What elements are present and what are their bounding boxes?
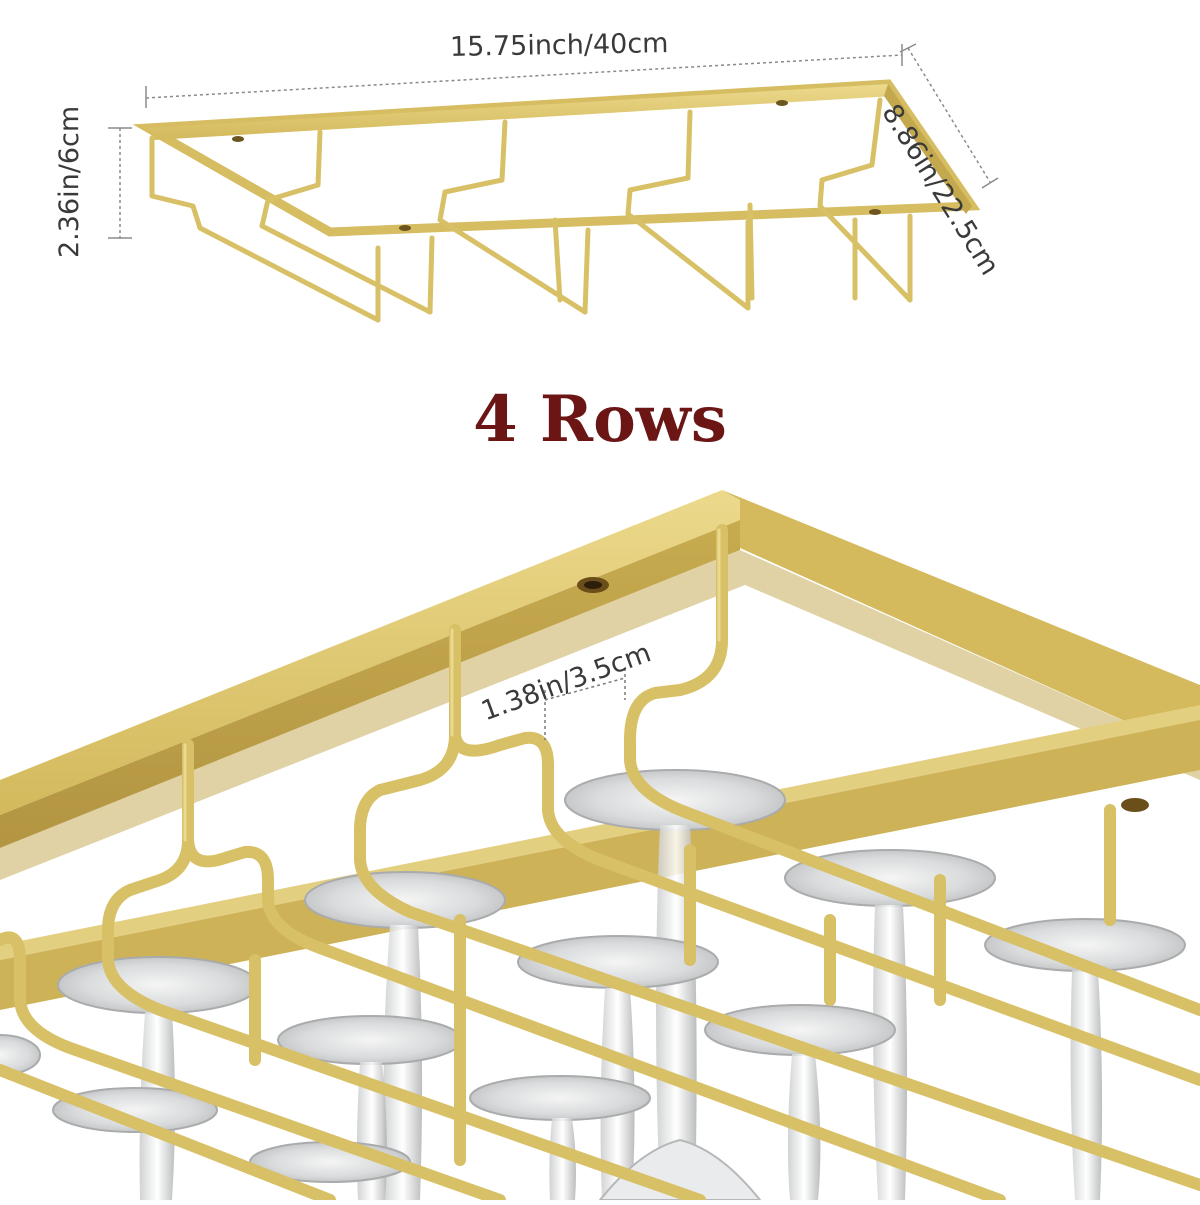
mounting-hole xyxy=(869,209,881,215)
wine-glass xyxy=(469,1075,651,1200)
rack-closeup xyxy=(0,490,1200,1205)
width-dimension-label: 15.75inch/40cm xyxy=(449,28,669,63)
rows-heading: 4 Rows xyxy=(473,382,727,457)
wine-glass xyxy=(52,1087,218,1133)
rack-overview xyxy=(132,79,981,323)
dimension-lines xyxy=(108,43,999,239)
height-dimension-label: 2.36in/6cm xyxy=(54,105,85,258)
mounting-hole xyxy=(776,100,788,106)
hanger-rails xyxy=(0,524,1200,1205)
wine-glasses xyxy=(0,769,1186,1201)
mounting-hole xyxy=(232,136,244,142)
mounting-hole xyxy=(399,225,411,231)
spacing-dimension-line xyxy=(544,668,626,740)
mounting-hole xyxy=(1121,798,1149,812)
wine-glass xyxy=(0,1034,41,1076)
